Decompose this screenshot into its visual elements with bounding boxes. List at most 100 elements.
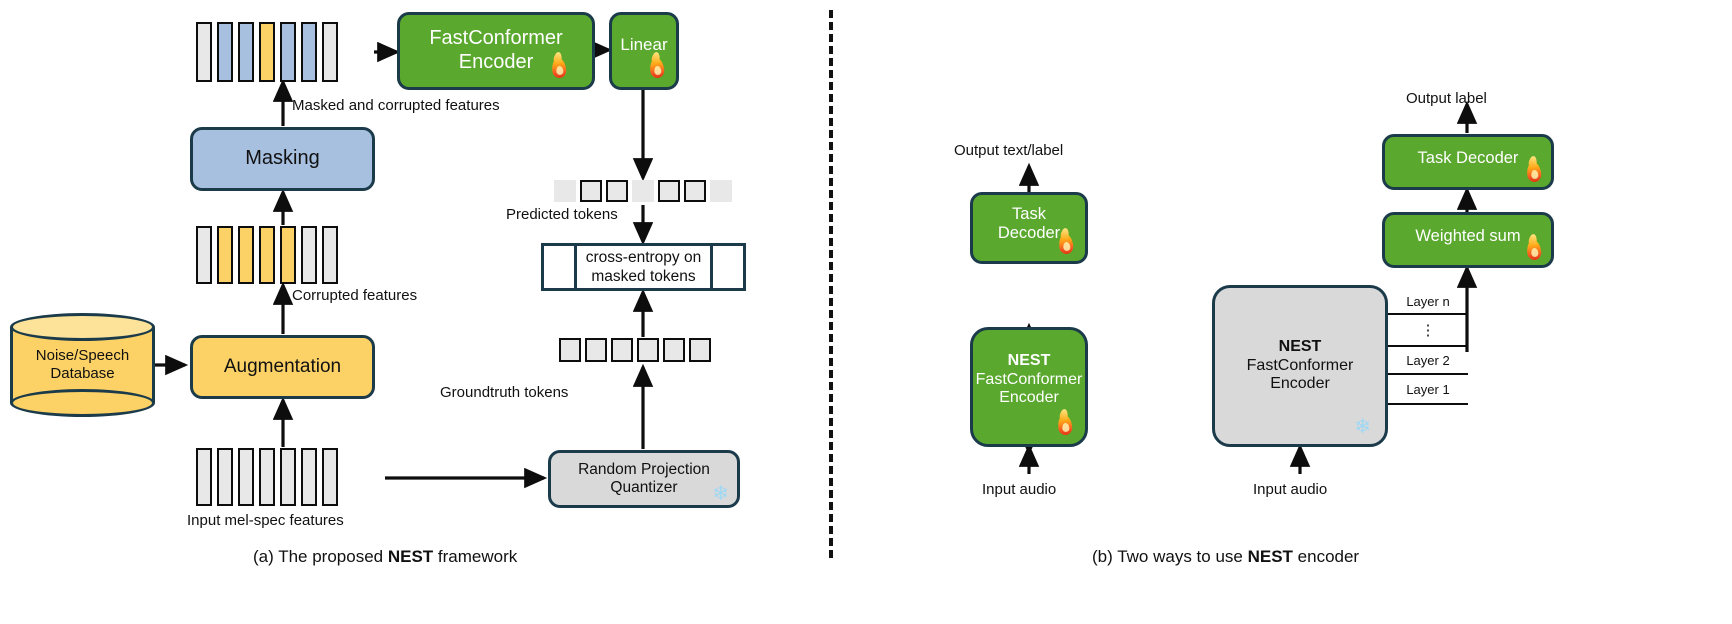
- token-cell: [301, 448, 317, 506]
- caption-b-post: encoder: [1292, 547, 1360, 566]
- layer-label-2: Layer 2: [1406, 352, 1450, 368]
- database-label: Noise/Speech Database: [10, 313, 155, 417]
- augmentation-box[interactable]: Augmentation: [190, 335, 375, 399]
- token-cell: [259, 448, 275, 506]
- cross-entropy-box: cross-entropy on masked tokens: [541, 243, 746, 291]
- token-cell: [559, 338, 581, 362]
- encoder-line1: FastConformer: [429, 27, 563, 50]
- output-text-label-left: Output text/label: [954, 142, 1064, 159]
- cross-entropy-line1: cross-entropy on: [585, 248, 702, 266]
- nest-line2-left: Encoder: [999, 389, 1059, 407]
- layer-label-n: Layer n: [1406, 293, 1450, 309]
- token-cell: [606, 180, 628, 202]
- caption-b-bold: NEST: [1247, 547, 1293, 566]
- cebox-seam-right: [710, 246, 713, 288]
- layer-row-1: Layer 1: [1388, 375, 1468, 405]
- nest-encoder-box-right[interactable]: NEST FastConformer Encoder ❄: [1212, 285, 1388, 447]
- nest-line2-right: Encoder: [1270, 375, 1330, 393]
- cebox-seam-left: [574, 246, 577, 288]
- token-cell: [238, 22, 254, 82]
- fastconformer-encoder-box[interactable]: FastConformer Encoder: [397, 12, 595, 90]
- cylinder-bottom: [10, 389, 155, 417]
- token-cell: [259, 22, 275, 82]
- token-cell: [580, 180, 602, 202]
- fire-icon: [648, 57, 666, 79]
- token-cell: [217, 448, 233, 506]
- nest-line1-left: FastConformer: [975, 370, 1083, 388]
- quantizer-line2: Quantizer: [610, 479, 678, 496]
- token-cell: [301, 226, 317, 284]
- cross-entropy-line2: masked tokens: [591, 268, 696, 285]
- token-cell: [637, 338, 659, 362]
- token-cell: [611, 338, 633, 362]
- token-cell: [196, 22, 212, 82]
- nest-encoder-box-left[interactable]: NEST FastConformer Encoder: [970, 327, 1088, 447]
- token-cell: [322, 22, 338, 82]
- task-decoder-box-left[interactable]: Task Decoder: [970, 192, 1088, 264]
- database-line2: Database: [50, 365, 115, 382]
- layer-row-2: Layer 2: [1388, 347, 1468, 375]
- token-cell: [658, 180, 680, 202]
- token-cell: [684, 180, 706, 202]
- cylinder-top: [10, 313, 155, 341]
- panel-b-caption: (b) Two ways to use NEST encoder: [1092, 547, 1359, 567]
- augmentation-label: Augmentation: [223, 355, 342, 377]
- groundtruth-tokens-label: Groundtruth tokens: [440, 384, 569, 401]
- cross-entropy-text: cross-entropy on masked tokens: [544, 246, 743, 288]
- token-cell: [322, 448, 338, 506]
- token-cell: [280, 22, 296, 82]
- caption-a-bold: NEST: [387, 547, 434, 566]
- snowflake-icon: ❄: [1354, 414, 1371, 438]
- token-cell: [238, 448, 254, 506]
- token-cell: [632, 180, 654, 202]
- input-audio-label-left: Input audio: [982, 481, 1057, 498]
- fire-icon: [1056, 414, 1074, 436]
- masked-features-strip: [196, 22, 338, 82]
- token-cell: [689, 338, 711, 362]
- task-decoder-label-right: Task Decoder: [1417, 149, 1519, 168]
- token-cell: [196, 226, 212, 284]
- predicted-tokens-strip: [554, 180, 732, 202]
- encoder-line2: Encoder: [458, 51, 534, 73]
- groundtruth-tokens-strip: [559, 338, 711, 362]
- encoder-layer-stack: Layer n ⋮ Layer 2 Layer 1: [1388, 289, 1468, 414]
- noise-speech-database[interactable]: Noise/Speech Database: [10, 313, 155, 417]
- token-cell: [238, 226, 254, 284]
- token-cell: [710, 180, 732, 202]
- masking-label: Masking: [245, 147, 320, 170]
- quantizer-line1: Random Projection: [578, 460, 710, 478]
- input-features-strip: [196, 448, 338, 506]
- token-cell: [217, 226, 233, 284]
- token-cell: [301, 22, 317, 82]
- random-projection-quantizer-box[interactable]: Random Projection Quantizer ❄: [548, 450, 740, 508]
- input-audio-label-right: Input audio: [1253, 481, 1328, 498]
- corrupted-features-strip: [196, 226, 338, 284]
- layer-label-dots: ⋮: [1420, 321, 1436, 339]
- database-line1: Noise/Speech: [35, 347, 130, 364]
- linear-label: Linear: [620, 34, 668, 54]
- token-cell: [280, 448, 296, 506]
- masked-corrupted-label: Masked and corrupted features: [292, 97, 500, 114]
- caption-a-post: framework: [433, 547, 518, 566]
- token-cell: [280, 226, 296, 284]
- weighted-sum-box[interactable]: Weighted sum: [1382, 212, 1554, 268]
- input-mel-label: Input mel-spec features: [187, 512, 344, 529]
- snowflake-icon: ❄: [712, 481, 729, 505]
- masking-box[interactable]: Masking: [190, 127, 375, 191]
- nest-title-right: NEST: [1278, 337, 1322, 355]
- caption-a-pre: (a) The proposed: [253, 547, 388, 566]
- nest-line1-right: FastConformer: [1246, 356, 1354, 374]
- linear-box[interactable]: Linear: [609, 12, 679, 90]
- token-cell: [322, 226, 338, 284]
- weighted-sum-label: Weighted sum: [1415, 227, 1521, 246]
- token-cell: [585, 338, 607, 362]
- token-cell: [259, 226, 275, 284]
- panel-divider: [829, 10, 833, 558]
- token-cell: [217, 22, 233, 82]
- output-label-right: Output label: [1406, 90, 1487, 107]
- nest-title-left: NEST: [1007, 351, 1051, 369]
- caption-b-pre: (b) Two ways to use: [1092, 547, 1248, 566]
- task-decoder-box-right[interactable]: Task Decoder: [1382, 134, 1554, 190]
- corrupted-features-label: Corrupted features: [292, 287, 418, 304]
